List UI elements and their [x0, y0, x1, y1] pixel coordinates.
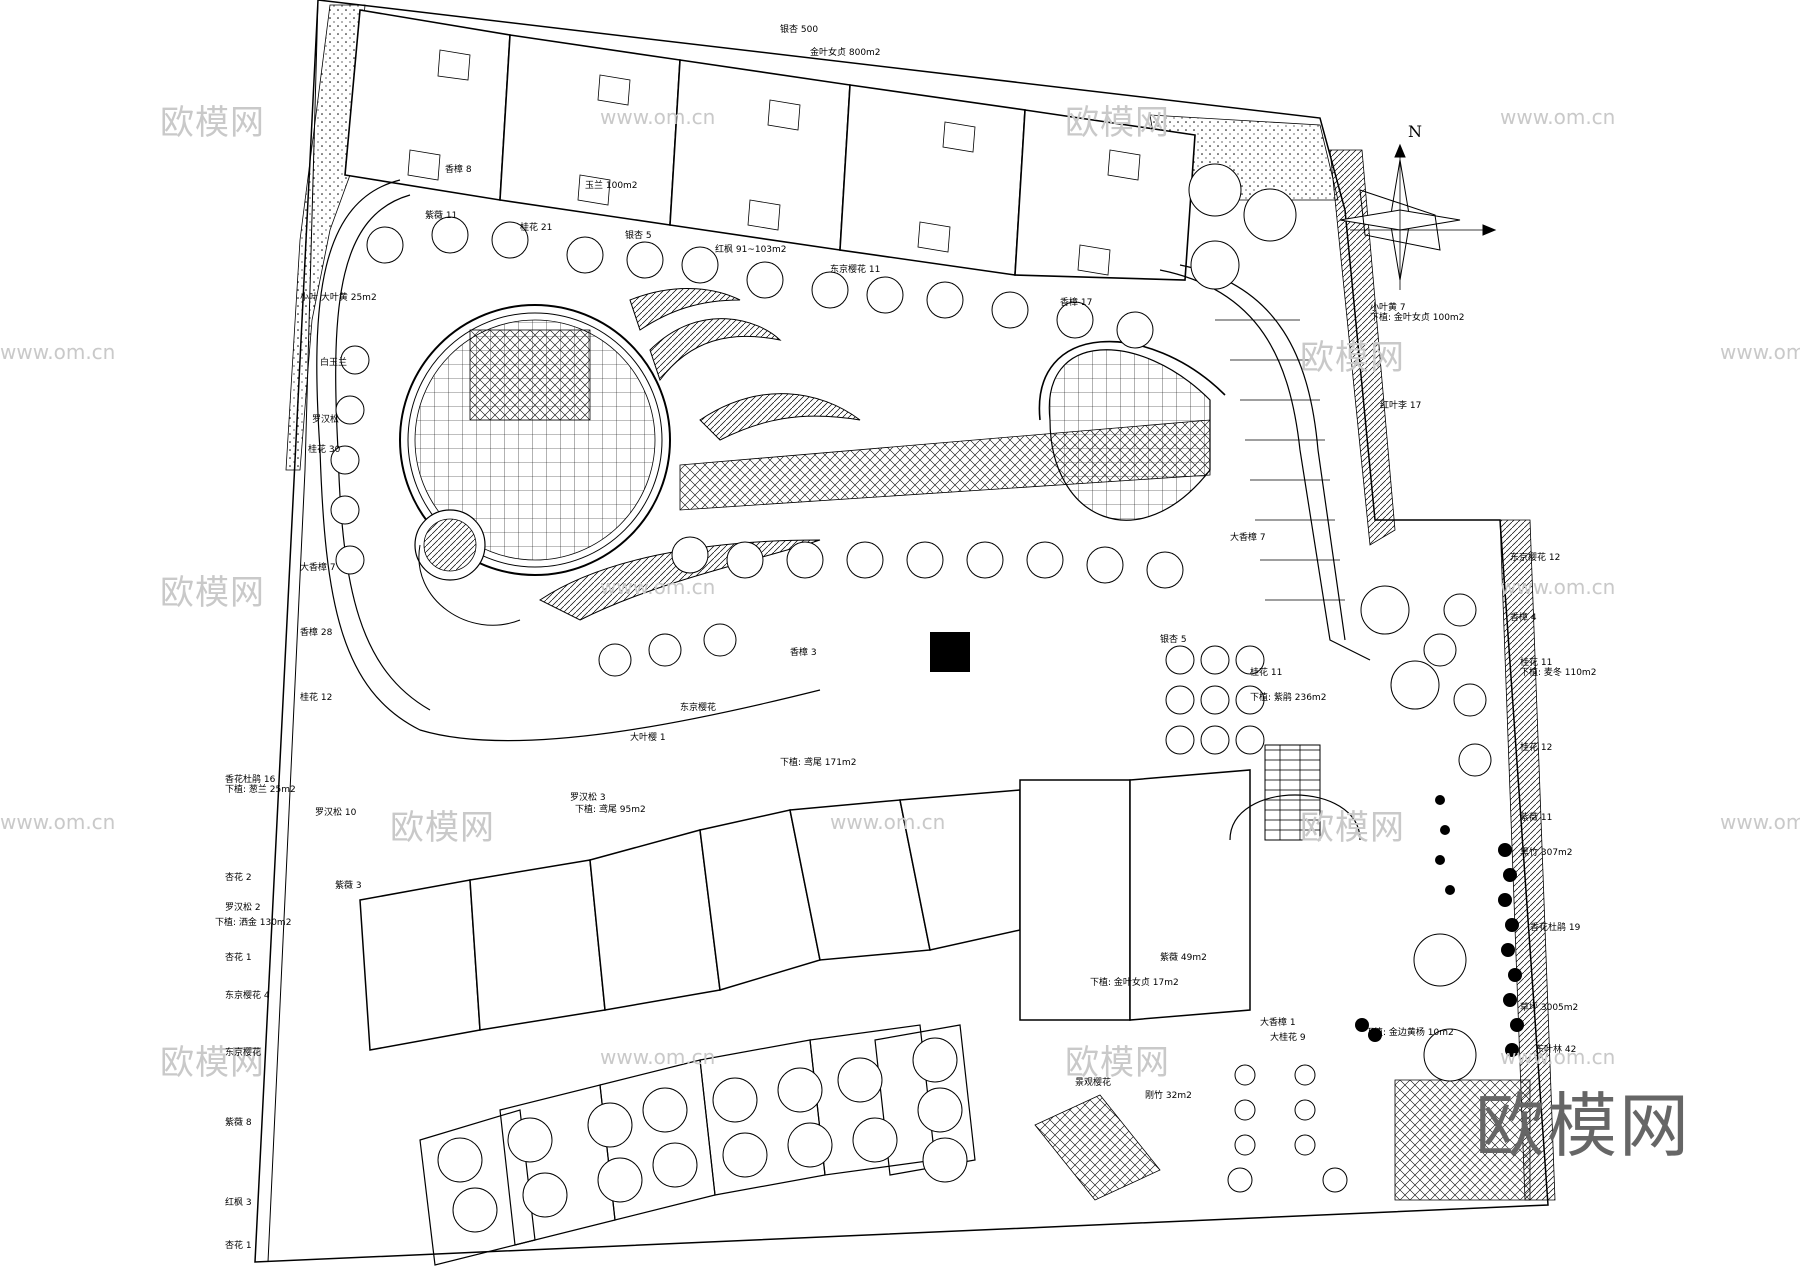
watermark-url: www.om.cn — [600, 105, 716, 129]
watermark-brand: 欧模网 — [1300, 808, 1405, 848]
plant-label: 桂花 12 — [1520, 743, 1553, 753]
plant-label: 罗汉松 — [312, 415, 340, 425]
plant-label: 杏花 1 — [225, 1241, 252, 1251]
plant-label: 大桂花 9 — [1270, 1033, 1306, 1043]
plant-label: 罗汉松 2 — [225, 903, 261, 913]
plant-label: 桂花 30 — [308, 445, 341, 455]
plant-label: 小叶 大叶黄 25m2 — [300, 293, 377, 303]
plant-label: 黑竹 307m2 — [1520, 848, 1573, 858]
watermark-url: www.om.cn — [830, 810, 946, 834]
watermark-brand: 欧模网 — [390, 808, 495, 848]
plant-label: 下植: 鸢尾 95m2 — [575, 805, 646, 815]
plant-label: 景观樱花 — [1075, 1078, 1112, 1088]
watermark-brand: 欧模网 — [1065, 1043, 1170, 1083]
plant-label: 香花杜鹃 16 — [225, 775, 276, 785]
plant-label: 红叶李 17 — [1380, 401, 1422, 411]
watermark-brand: 欧模网 — [160, 1043, 265, 1083]
plant-label: 东京樱花 — [680, 703, 717, 713]
watermark-url: www.om.cn — [1500, 575, 1616, 599]
watermark-url: www.om.cn — [600, 1045, 716, 1069]
plant-label: 大香樟 7 — [1230, 533, 1266, 543]
watermark-url: www.om.cn — [1720, 810, 1800, 834]
plant-label: 下植: 金边黄杨 10m2 — [1365, 1028, 1454, 1038]
plant-label: 罗汉松 10 — [315, 808, 357, 818]
plant-label: 香樟 17 — [1060, 298, 1093, 308]
plant-label: 银杏 5 — [625, 231, 652, 241]
watermark-brand: 欧模网 — [1300, 338, 1405, 378]
watermark-brand: 欧模网 — [1065, 103, 1170, 143]
plant-label: 下植: 金叶女贞 17m2 — [1090, 978, 1179, 988]
plant-label: 大香樟 1 — [1260, 1018, 1296, 1028]
plant-label: 下植: 葱兰 25m2 — [225, 785, 296, 795]
watermark-url: www.om.cn — [0, 340, 116, 364]
plant-label: 紫薇 11 — [425, 211, 458, 221]
plant-label: 小叶黄 7 — [1370, 303, 1406, 313]
plant-label: 玉兰 100m2 — [585, 181, 638, 191]
watermark-brand: 欧模网 — [160, 103, 265, 143]
plant-label: 银杏 500 — [780, 25, 819, 35]
plant-label: 香樟 3 — [790, 648, 817, 658]
plant-label: 香樟 8 — [445, 165, 472, 175]
plant-label: 香花杜鹃 19 — [1530, 923, 1581, 933]
plant-label: 红枫 3 — [225, 1198, 252, 1208]
plant-label: 杏花 1 — [225, 953, 252, 963]
plant-label: 紫薇 3 — [335, 881, 362, 891]
lattice-planter — [1034, 1079, 1531, 1201]
plant-label: 刚竹 32m2 — [1145, 1091, 1192, 1101]
plant-label: 白玉兰 — [320, 358, 348, 368]
north-label: N — [1408, 122, 1422, 141]
plant-label: 下植: 麦冬 110m2 — [1520, 668, 1597, 678]
plant-label: 东京樱花 12 — [1510, 553, 1561, 563]
circular-plaza — [399, 304, 671, 626]
plant-label: 东京樱花 — [225, 1048, 262, 1058]
plant-label: 东叶林 42 — [1535, 1045, 1577, 1055]
plant-label: 下植: 紫鹃 236m2 — [1250, 693, 1327, 703]
plant-label: 下植: 金叶女贞 100m2 — [1370, 313, 1465, 323]
north-arrow-icon — [1339, 143, 1497, 290]
watermark-url: www.om.cn — [1500, 105, 1616, 129]
plant-label: 桂花 11 — [1250, 668, 1283, 678]
plant-label: 金叶女贞 800m2 — [810, 48, 881, 58]
plant-label: 杏花 2 — [225, 873, 252, 883]
plant-label: 紫薇 49m2 — [1160, 953, 1207, 963]
plant-label: 草坪 3005m2 — [1520, 1003, 1579, 1013]
plant-label: 桂花 21 — [520, 223, 553, 233]
watermark-logo-large: 欧模网 — [1475, 1085, 1691, 1167]
watermark-url: www.om.cn — [1720, 340, 1800, 364]
dark-shrubs — [930, 632, 1524, 1057]
north-residential-buildings — [344, 9, 1196, 281]
plant-label: 香樟 4 — [1510, 613, 1537, 623]
plant-label: 紫薇 11 — [1520, 813, 1553, 823]
plant-label: 罗汉松 3 — [570, 793, 606, 803]
plant-label: 东京樱花 11 — [830, 265, 881, 275]
semicircle-plaza — [1038, 340, 1226, 521]
south-residential-buildings — [359, 769, 1251, 1051]
plant-label: 下植: 洒金 130m2 — [215, 918, 292, 928]
entrance-stairs — [1229, 744, 1361, 841]
plant-label: 大香樟 7 — [300, 563, 336, 573]
plant-label: 下植: 鸢尾 171m2 — [780, 758, 857, 768]
watermark-brand: 欧模网 — [160, 573, 265, 613]
plant-label: 东京樱花 4 — [225, 991, 270, 1001]
plant-label: 红枫 91~103m2 — [715, 245, 787, 255]
plant-label: 桂花 11 — [1520, 658, 1553, 668]
plant-label: 大叶樱 1 — [630, 733, 666, 743]
plant-label: 银杏 5 — [1160, 635, 1187, 645]
watermark-url: www.om.cn — [1500, 1045, 1616, 1069]
plant-label: 香樟 28 — [300, 628, 333, 638]
plant-label: 紫薇 8 — [225, 1118, 252, 1128]
watermark-url: www.om.cn — [0, 810, 116, 834]
watermark-url: www.om.cn — [600, 575, 716, 599]
plant-label: 桂花 12 — [300, 693, 333, 703]
tree-symbols — [330, 163, 1492, 1233]
